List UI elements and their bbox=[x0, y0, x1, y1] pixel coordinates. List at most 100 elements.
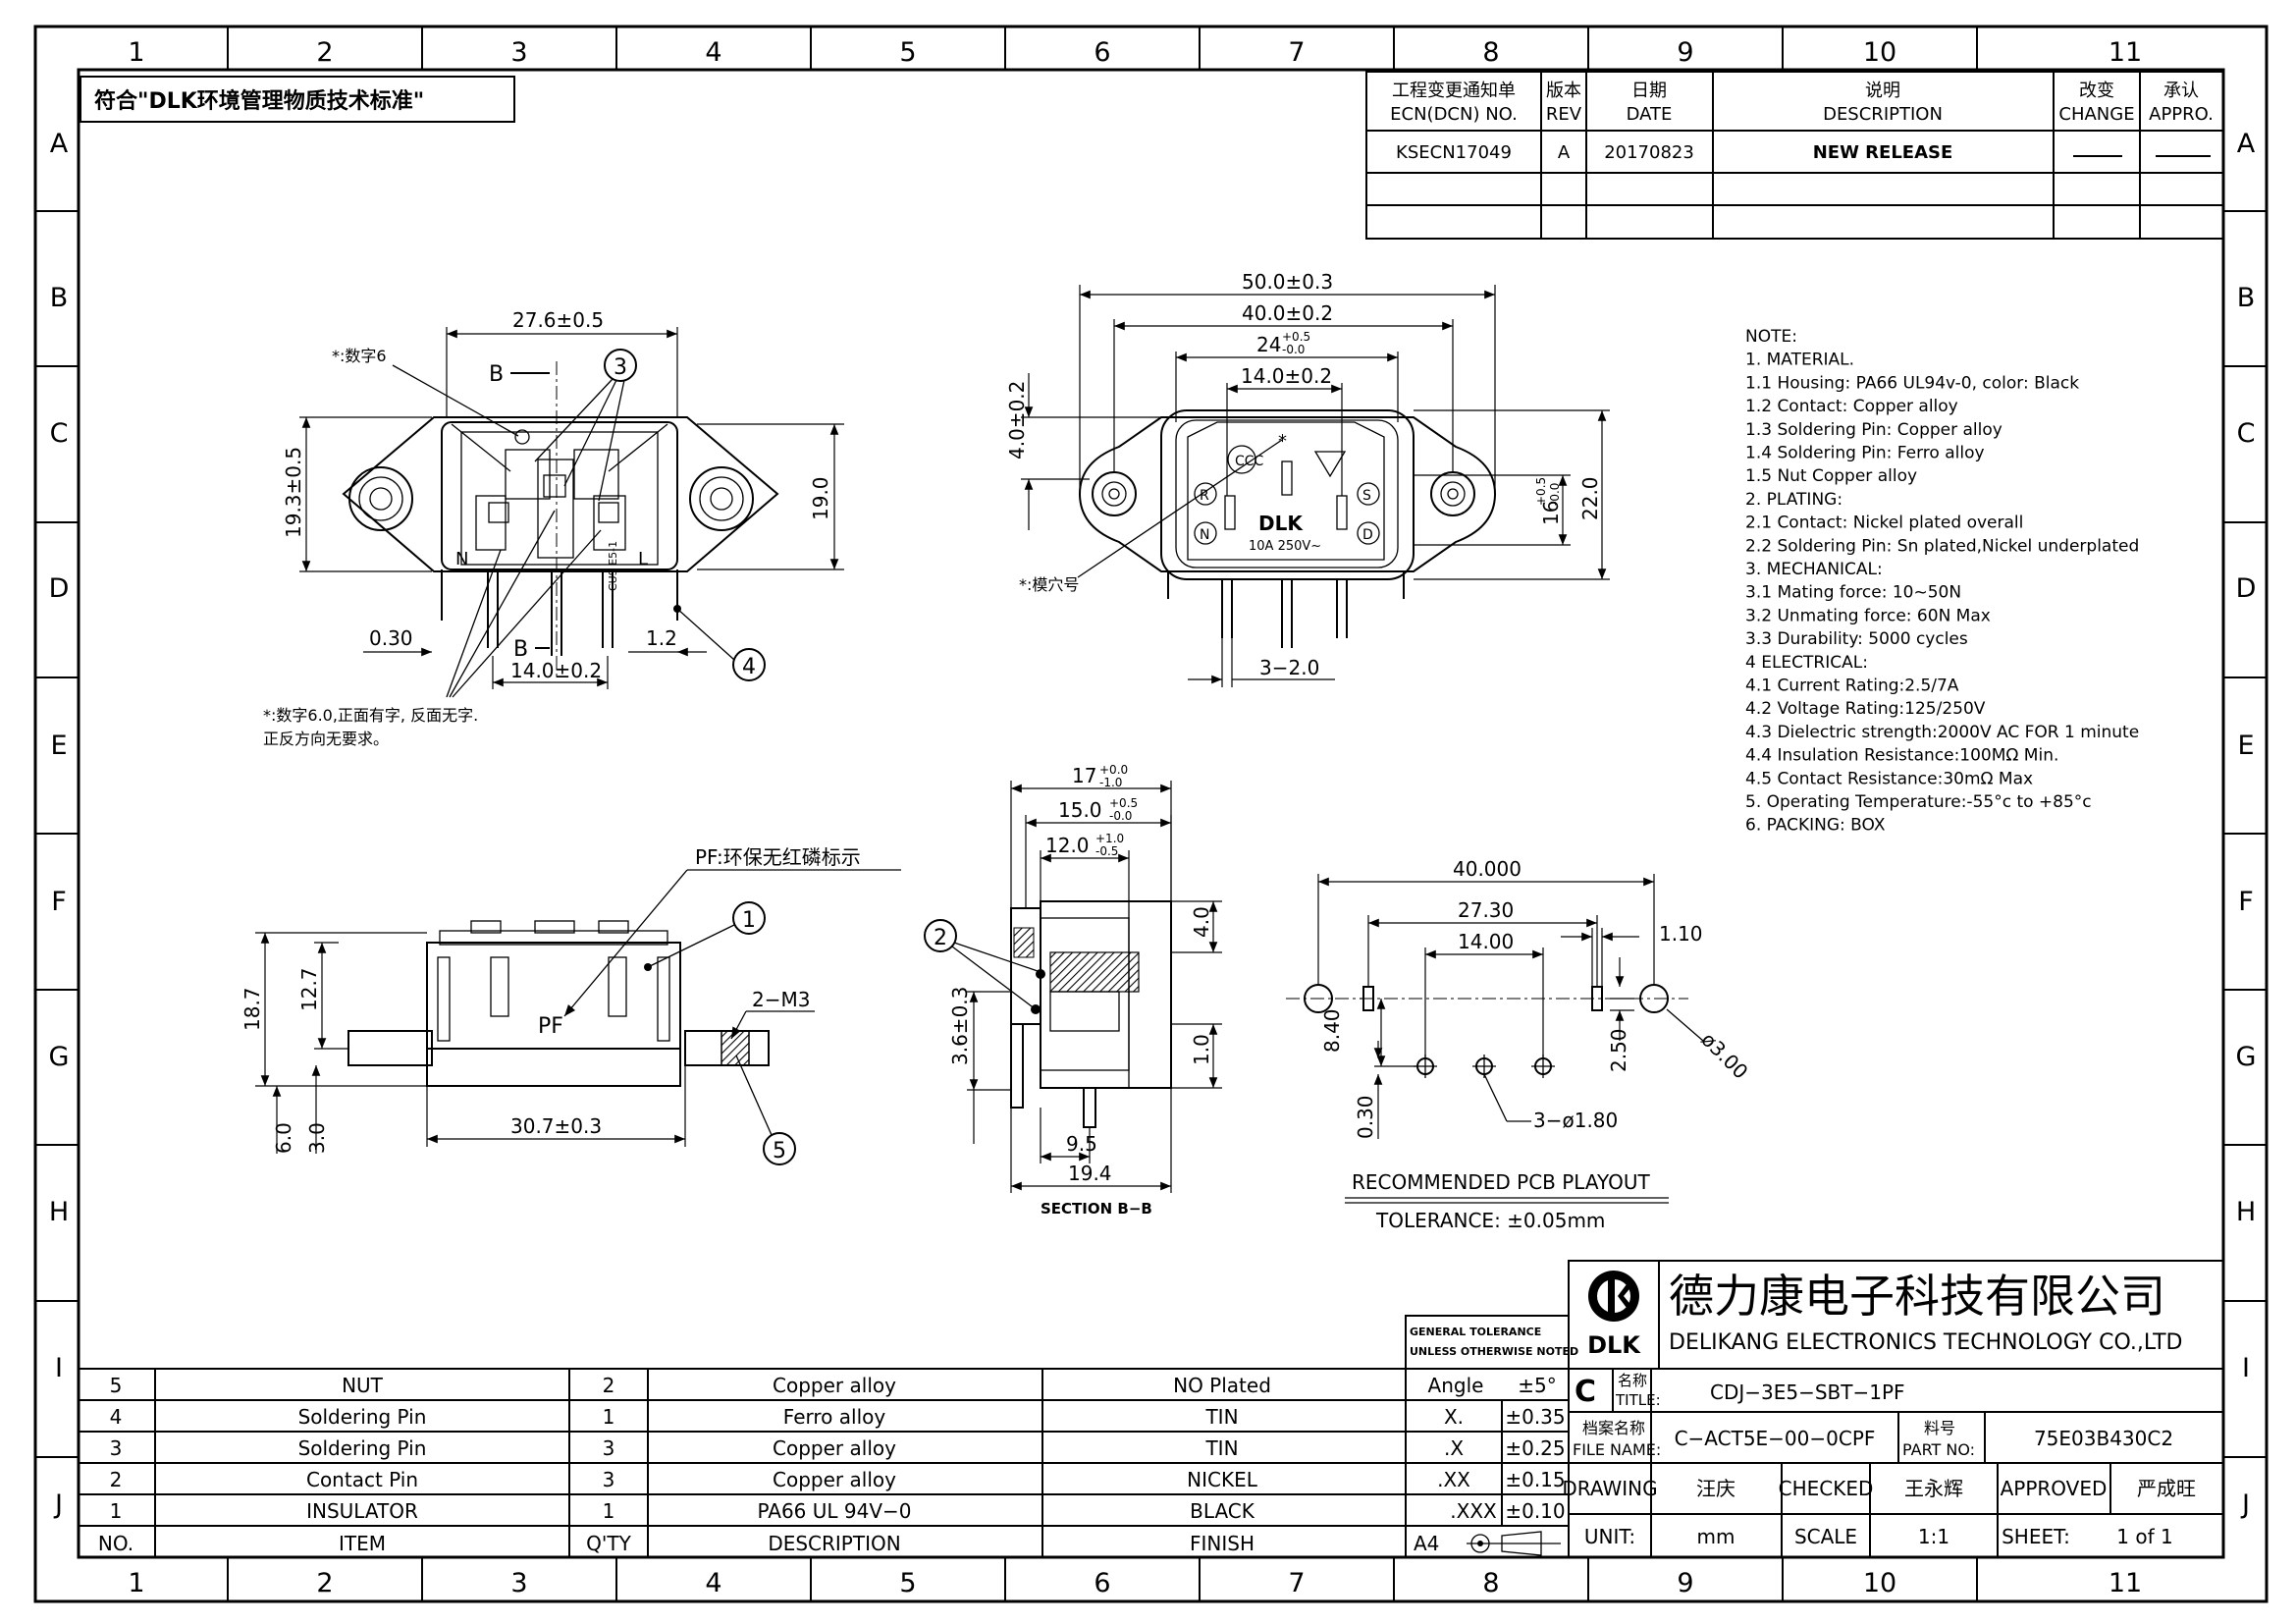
front-note-digit60-line2: 正反方向无要求。 bbox=[263, 730, 389, 748]
side-view: 18.7 12.7 6.0 3.0 30.7±0.3 PF PF:环保无红磷标示… bbox=[240, 845, 901, 1165]
pcb-dim-hole-small: 3−ø1.80 bbox=[1533, 1109, 1618, 1132]
company-logo-text: DLK bbox=[1587, 1331, 1641, 1359]
file-value: C−ACT5E−00−0CPF bbox=[1675, 1427, 1876, 1450]
front-callout-4: 4 bbox=[742, 655, 756, 679]
rev-header-rev-en: REV bbox=[1546, 104, 1582, 125]
side-dim-12-7: 12.7 bbox=[297, 967, 321, 1011]
rev-header-desc-cn: 说明 bbox=[1865, 81, 1900, 101]
bom-cell-description: Copper alloy bbox=[773, 1468, 896, 1491]
zone-col-7-bottom: 7 bbox=[1288, 1568, 1305, 1598]
part-label-cn: 料号 bbox=[1924, 1419, 1955, 1437]
note-line: 2.1 Contact: Nickel plated overall bbox=[1745, 514, 2023, 533]
zone-col-4-bottom: 4 bbox=[705, 1568, 721, 1598]
bom-cell-finish: TIN bbox=[1204, 1436, 1238, 1460]
pcb-dim-2-5: 2.50 bbox=[1607, 1028, 1630, 1072]
front-dim-left: 0.30 bbox=[369, 626, 413, 650]
note-line: 1.4 Soldering Pin: Ferro alloy bbox=[1745, 444, 1985, 463]
top-symbol-d: D bbox=[1362, 527, 1373, 543]
top-symbol-n: N bbox=[1200, 527, 1209, 543]
title-label-en: TITLE: bbox=[1615, 1391, 1661, 1409]
front-marking: CUS E5-1 bbox=[607, 541, 619, 591]
top-dim-22: 22.0 bbox=[1578, 476, 1602, 520]
section-callout-2: 2 bbox=[934, 926, 947, 950]
note-line: 4.1 Current Rating:2.5/7A bbox=[1745, 677, 1959, 696]
tolerance-dx-label: .X bbox=[1444, 1436, 1464, 1460]
zone-row-e: E bbox=[50, 731, 67, 761]
top-dim-24-tol-upper: +0.5 bbox=[1282, 330, 1310, 344]
drawing-frame: 1 2 3 4 5 6 7 8 9 10 11 1 2 3 4 5 6 7 8 … bbox=[33, 25, 2269, 1603]
rev-header-change-en: CHANGE bbox=[2058, 104, 2134, 125]
note-line: NOTE: bbox=[1745, 327, 1797, 347]
section-dim-4: 4.0 bbox=[1190, 906, 1213, 938]
top-dim-pins: 3−2.0 bbox=[1259, 656, 1319, 679]
top-note-hole: *:模穴号 bbox=[1019, 575, 1079, 594]
bom-cell-item: NUT bbox=[342, 1374, 384, 1397]
side-callout-1: 1 bbox=[742, 908, 756, 933]
note-line: 4.3 Dielectric strength:2000V AC FOR 1 m… bbox=[1745, 723, 2139, 742]
note-line: 2.2 Soldering Pin: Sn plated,Nickel unde… bbox=[1745, 536, 2139, 556]
zone-row-h-right: H bbox=[2236, 1197, 2256, 1227]
section-dim-1: 1.0 bbox=[1190, 1034, 1213, 1065]
section-dim-17-tol-upper: +0.0 bbox=[1099, 763, 1128, 777]
tolerance-block: GENERAL TOLERANCE UNLESS OTHERWISE NOTED… bbox=[1405, 1315, 1578, 1558]
top-view: CCC R S N D DLK 10A 250V~ 50.0±0.3 40.0±… bbox=[1005, 270, 1610, 687]
zone-row-j: J bbox=[53, 1489, 63, 1520]
top-star-mark: * bbox=[1278, 431, 1287, 452]
pcb-dim-0-3: 0.30 bbox=[1354, 1095, 1377, 1139]
zone-row-c-right: C bbox=[2237, 418, 2256, 449]
section-dim-12-tol-upper: +1.0 bbox=[1095, 832, 1124, 845]
zone-row-c: C bbox=[50, 418, 69, 449]
section-dim-15-tol-lower: -0.0 bbox=[1109, 809, 1132, 823]
zone-row-i-right: I bbox=[2242, 1353, 2250, 1383]
zone-col-9-bottom: 9 bbox=[1677, 1568, 1693, 1598]
front-pin-l: L bbox=[638, 549, 648, 569]
note-line: 1.2 Contact: Copper alloy bbox=[1745, 397, 1958, 416]
bom-header-item: ITEM bbox=[339, 1532, 386, 1555]
title-rev-letter: C bbox=[1575, 1375, 1596, 1409]
bom-cell-no: 2 bbox=[110, 1468, 123, 1491]
top-rating: 10A 250V~ bbox=[1249, 539, 1321, 554]
bom-header-qty: Q'TY bbox=[586, 1532, 631, 1555]
projection-symbol-icon bbox=[1467, 1531, 1561, 1556]
bom-cell-description: Copper alloy bbox=[773, 1436, 896, 1460]
side-thread: 2−M3 bbox=[752, 988, 810, 1011]
drawing-value: 汪庆 bbox=[1696, 1477, 1735, 1500]
bom-cell-qty: 3 bbox=[603, 1436, 615, 1460]
zone-col-10-bottom: 10 bbox=[1863, 1568, 1896, 1598]
pcb-dim-1-1: 1.10 bbox=[1659, 922, 1703, 946]
tolerance-dxx-value: ±0.15 bbox=[1505, 1468, 1565, 1491]
top-dim-4: 4.0±0.2 bbox=[1005, 381, 1029, 460]
zone-col-2-bottom: 2 bbox=[316, 1568, 333, 1598]
note-line: 5. Operating Temperature:-55°c to +85°c bbox=[1745, 792, 2092, 812]
revision-table: 工程变更通知单 ECN(DCN) NO. 版本 REV 日期 DATE 说明 D… bbox=[1365, 71, 2224, 240]
drawing-label: DRAWING bbox=[1562, 1477, 1657, 1500]
notes-block: NOTE:1. MATERIAL.1.1 Housing: PA66 UL94v… bbox=[1745, 327, 2139, 836]
zone-col-5-bottom: 5 bbox=[899, 1568, 916, 1598]
section-dim-17: 17 bbox=[1072, 764, 1096, 787]
company-name-en: DELIKANG ELECTRONICS TECHNOLOGY CO.,LTD bbox=[1669, 1330, 2182, 1355]
bom-cell-item: INSULATOR bbox=[306, 1499, 418, 1523]
unit-label: UNIT: bbox=[1584, 1525, 1635, 1548]
file-label-cn: 档案名称 bbox=[1582, 1419, 1645, 1437]
zone-row-e-right: E bbox=[2237, 731, 2254, 761]
bom-cell-no: 4 bbox=[110, 1405, 123, 1429]
note-line: 1.3 Soldering Pin: Copper alloy bbox=[1745, 420, 2002, 440]
zone-row-d: D bbox=[49, 573, 70, 604]
rev-header-appro-cn: 承认 bbox=[2163, 81, 2199, 101]
bom-cell-no: 5 bbox=[110, 1374, 123, 1397]
zone-row-f-right: F bbox=[2238, 887, 2254, 917]
side-pf-mark: PF bbox=[538, 1014, 563, 1039]
zone-col-9: 9 bbox=[1677, 37, 1693, 68]
front-dim-right: 1.2 bbox=[646, 626, 677, 650]
pcb-dim-27-3: 27.30 bbox=[1458, 898, 1514, 922]
rev-header-desc-en: DESCRIPTION bbox=[1823, 104, 1943, 125]
file-label-en: FILE NAME: bbox=[1573, 1440, 1661, 1459]
bom-cell-description: Ferro alloy bbox=[783, 1405, 886, 1429]
tolerance-header-line2: UNLESS OTHERWISE NOTED bbox=[1410, 1345, 1578, 1358]
top-dim-50: 50.0±0.3 bbox=[1242, 270, 1333, 294]
pcb-dim-8-4: 8.40 bbox=[1320, 1008, 1344, 1053]
zone-row-g: G bbox=[49, 1042, 70, 1072]
top-dim-14: 14.0±0.2 bbox=[1241, 364, 1332, 388]
